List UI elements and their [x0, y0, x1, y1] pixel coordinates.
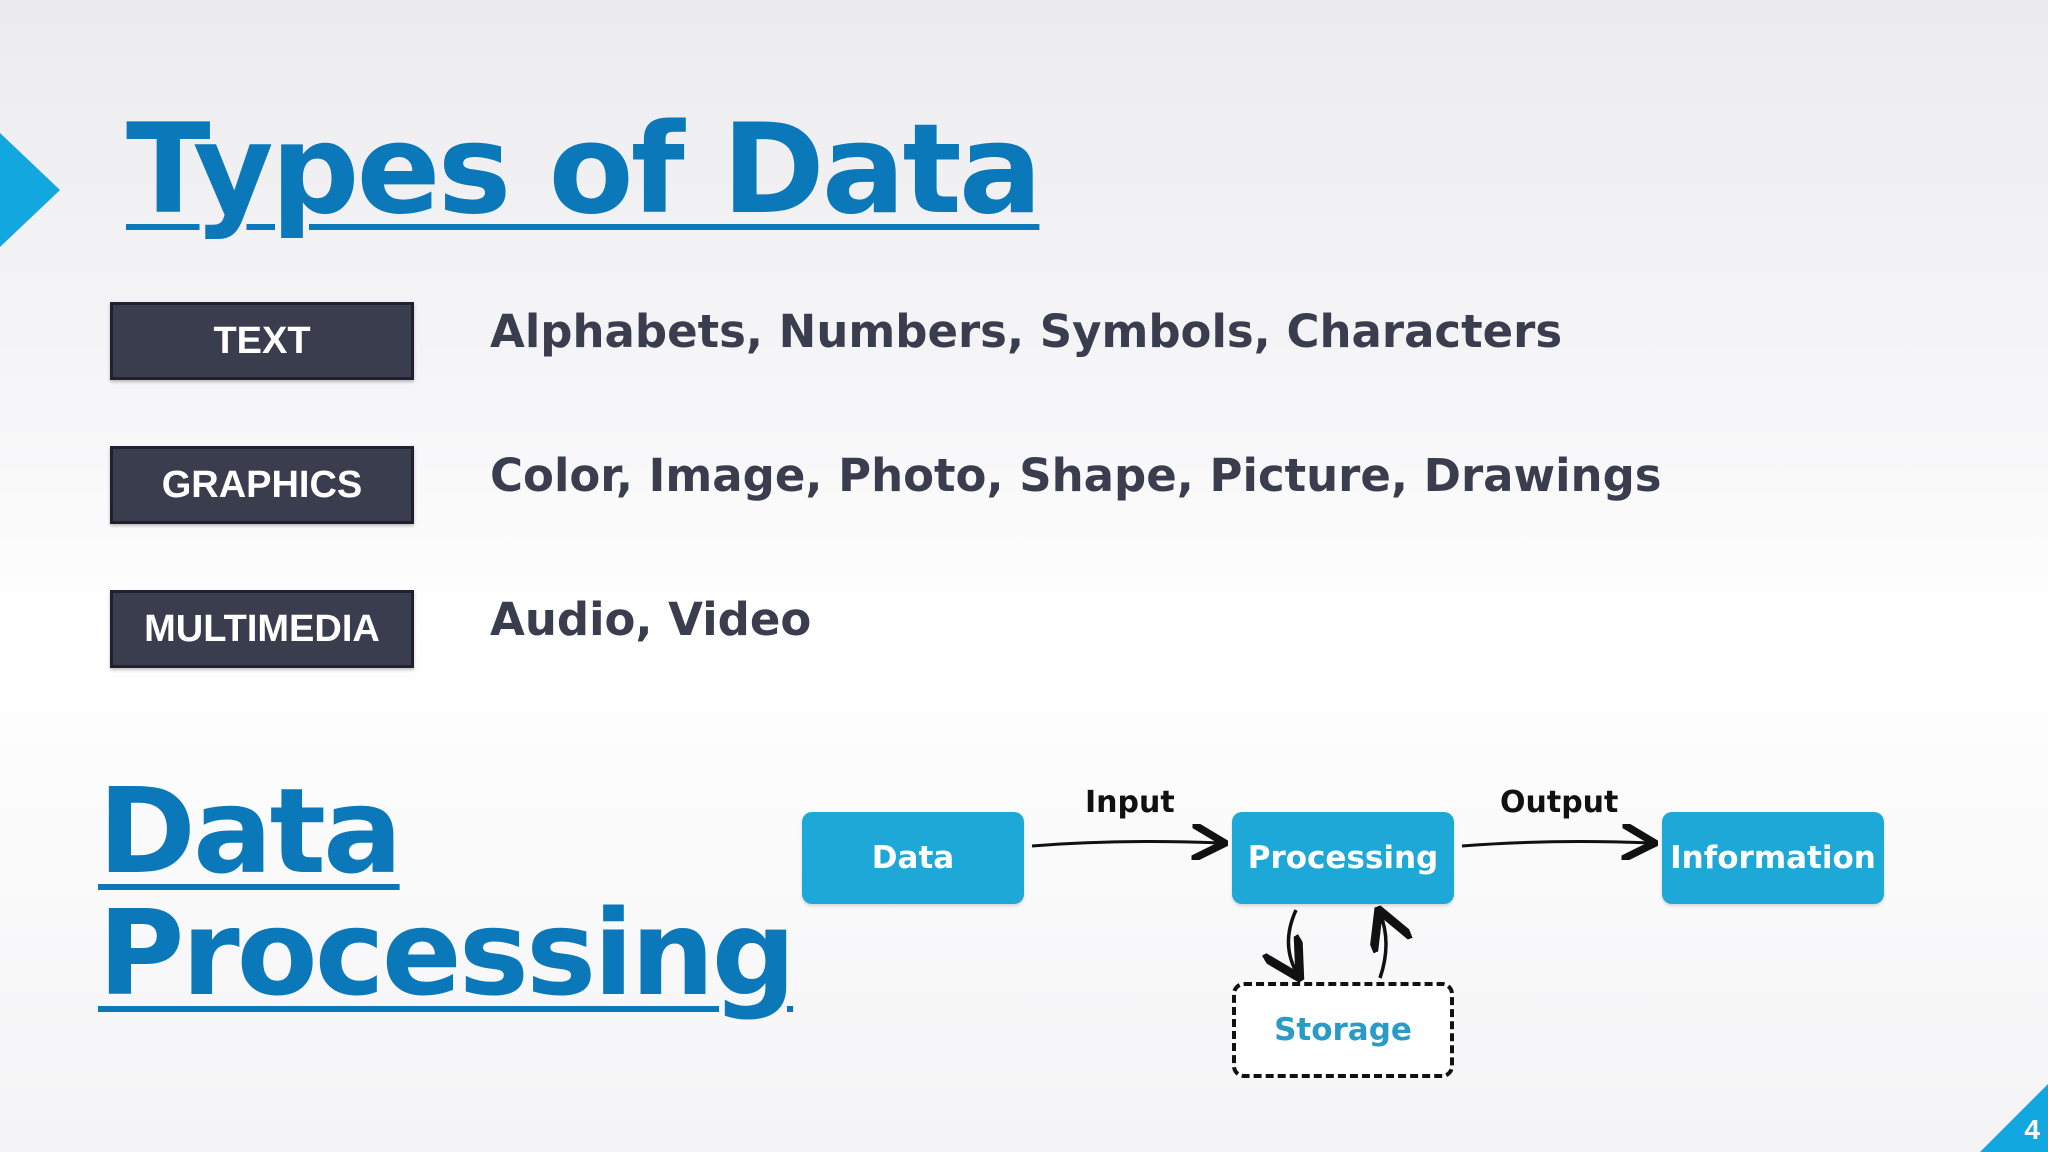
- data-type-row-multimedia: MULTIMEDIA Audio, Video: [110, 590, 1610, 674]
- type-description-multimedia: Audio, Video: [490, 593, 812, 646]
- type-label-multimedia: MULTIMEDIA: [110, 590, 414, 668]
- slide-title: Types of Data: [126, 98, 1042, 242]
- input-edge-label: Input: [1085, 785, 1175, 820]
- type-description-graphics: Color, Image, Photo, Shape, Picture, Dra…: [490, 449, 1662, 502]
- output-edge-label: Output: [1500, 785, 1619, 820]
- type-label-graphics: GRAPHICS: [110, 446, 414, 524]
- section-title: Data Processing: [98, 762, 796, 1022]
- type-label-text: TEXT: [110, 302, 414, 380]
- node-data: Data: [802, 812, 1024, 904]
- corner-triangle-icon: [1980, 1084, 2048, 1152]
- output-arrow: [1461, 842, 1652, 846]
- node-information: Information: [1662, 812, 1884, 904]
- type-description-text: Alphabets, Numbers, Symbols, Characters: [490, 305, 1563, 358]
- slide-arrow-icon: [0, 133, 60, 247]
- section-title-line1: Data: [98, 762, 403, 900]
- diagram-connectors: [1031, 765, 1920, 1110]
- slide-number: 4: [2024, 1114, 2040, 1145]
- input-arrow: [1031, 842, 1222, 846]
- section-title-line2: Processing: [98, 884, 796, 1022]
- data-type-row-text: TEXT Alphabets, Numbers, Symbols, Charac…: [110, 302, 1610, 386]
- data-processing-diagram: Input Output Data Processing Information…: [770, 765, 1920, 1110]
- data-type-row-graphics: GRAPHICS Color, Image, Photo, Shape, Pic…: [110, 446, 1662, 530]
- to-storage-arrow: [1288, 909, 1298, 975]
- node-processing: Processing: [1232, 812, 1454, 904]
- node-storage: Storage: [1232, 982, 1454, 1078]
- from-storage-arrow: [1380, 913, 1386, 979]
